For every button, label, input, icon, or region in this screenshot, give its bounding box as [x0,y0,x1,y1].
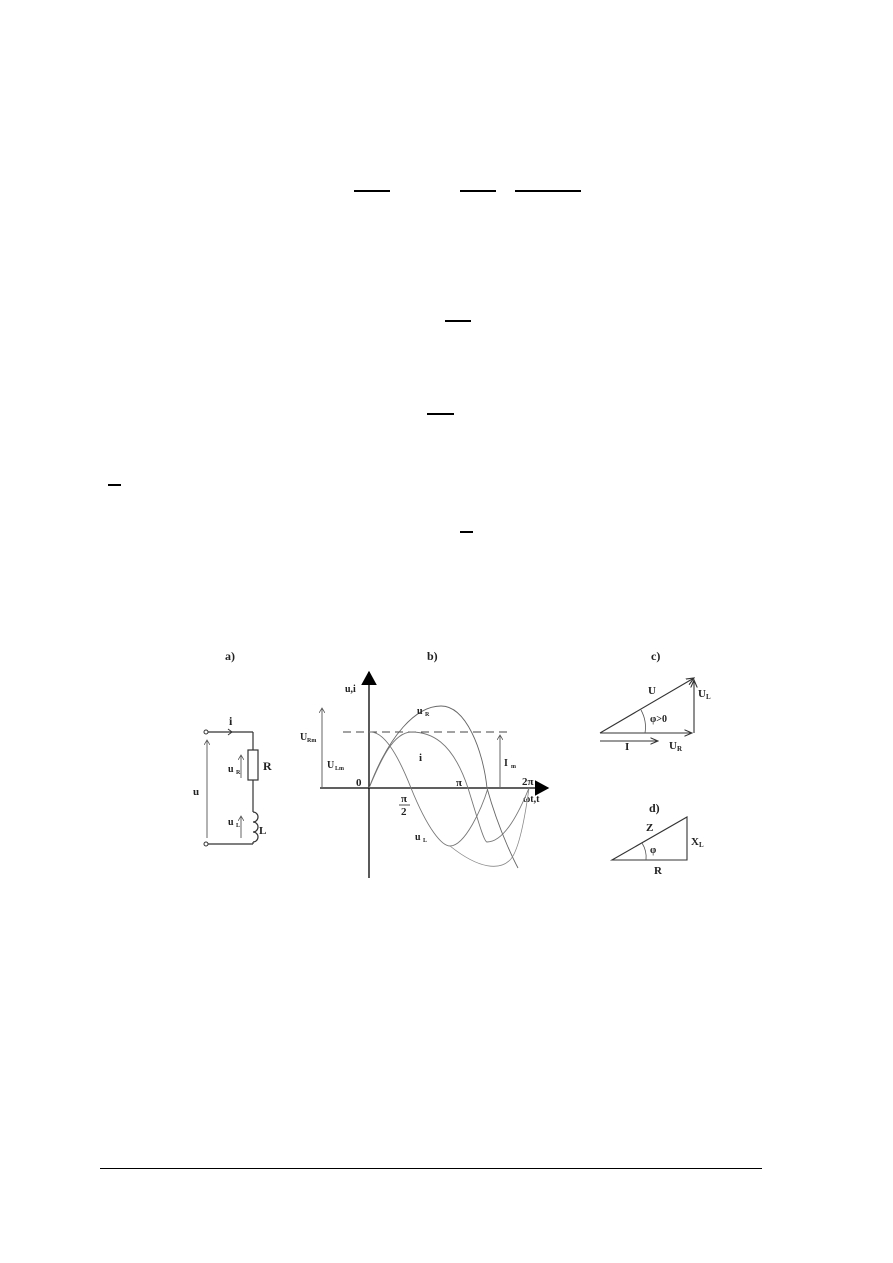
svg-text:u: u [228,817,234,828]
svg-text:I: I [625,741,629,753]
svg-text:Z: Z [646,822,653,834]
fraction-bar [460,190,496,192]
svg-text:i: i [229,714,233,728]
svg-text:Lm: Lm [335,766,344,772]
svg-text:u: u [415,832,421,843]
fraction-bar [427,413,454,415]
fraction-bar [108,484,121,486]
resistor-symbol [247,749,259,781]
svg-text:π: π [456,777,462,789]
svg-text:R: R [654,865,663,877]
svg-text:U: U [669,740,677,752]
svg-text:ωt,t: ωt,t [523,794,540,805]
inductor-symbol [252,811,259,843]
svg-text:2π: 2π [522,776,534,788]
svg-text:π: π [401,793,407,805]
panel-a-label: a) [225,649,235,663]
svg-text:c): c) [651,649,660,663]
svg-text:φ>0: φ>0 [650,714,667,725]
svg-text:R: R [236,770,241,776]
fraction-bar [445,320,471,322]
svg-text:i: i [419,752,422,764]
svg-text:I: I [504,758,508,769]
svg-text:U: U [327,760,334,771]
svg-text:L: L [259,825,266,837]
svg-text:Rm: Rm [307,738,316,744]
svg-text:u: u [228,764,234,775]
svg-text:X: X [691,836,699,848]
fraction-bar [515,190,581,192]
svg-text:u: u [417,706,423,717]
svg-text:b): b) [427,649,438,663]
fraction-bar [460,531,473,533]
svg-text:0: 0 [356,777,362,789]
svg-text:φ: φ [650,845,656,856]
fraction-bar [354,190,390,192]
svg-text:L: L [236,823,240,829]
svg-text:U: U [698,688,706,700]
panel-b-waveforms: b) u,i ωt,t 0 π 2 π 2π u R i u L U Rm U … [300,649,550,878]
svg-text:L: L [706,693,711,701]
panel-c-phasor: c) U U L U R I φ>0 [599,649,711,753]
panel-a-circuit: a) i u u R R u L L [193,649,272,847]
svg-text:R: R [425,712,430,718]
svg-text:U: U [648,685,656,697]
footer-rule [100,1168,762,1169]
svg-text:2: 2 [401,806,407,818]
svg-text:R: R [263,759,272,773]
svg-text:d): d) [649,801,660,815]
svg-text:u: u [193,786,199,798]
svg-text:L: L [423,838,427,844]
svg-text:m: m [511,764,516,770]
svg-text:R: R [677,745,683,753]
svg-text:L: L [699,841,704,849]
svg-text:U: U [300,732,307,743]
svg-text:u,i: u,i [345,684,356,695]
panel-d-impedance-triangle: d) Z X L φ R [609,801,704,877]
